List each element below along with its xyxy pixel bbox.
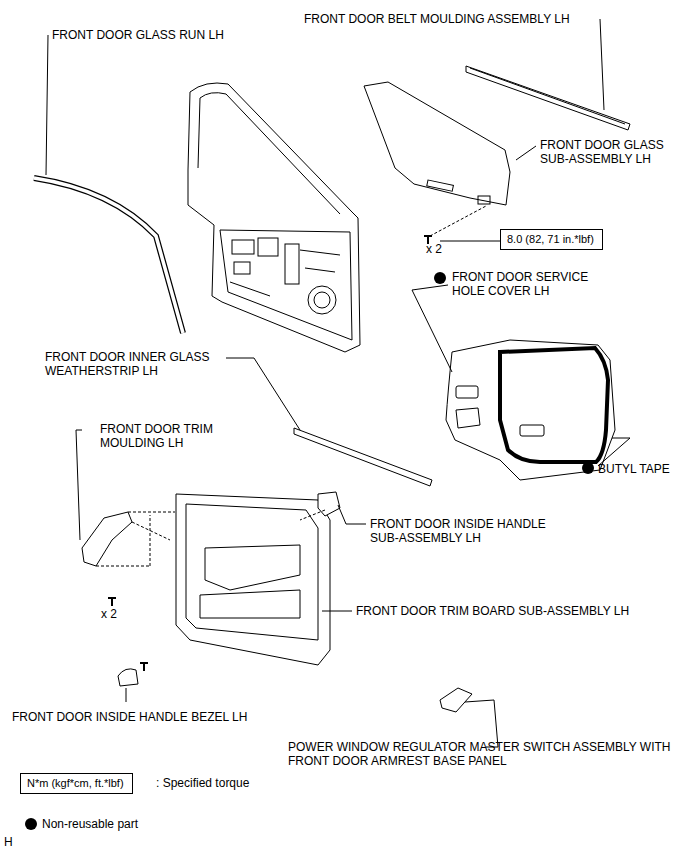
legend-text: Non-reusable part	[42, 817, 138, 831]
part-label: FRONT DOOR INSIDE HANDLE SUB-ASSEMBLY LH	[370, 517, 570, 545]
part-label: FRONT DOOR TRIM MOULDING LH	[100, 422, 230, 450]
legend-dot	[25, 818, 37, 830]
part-label: FRONT DOOR BELT MOULDING ASSEMBLY LH	[304, 12, 624, 26]
box-text: 8.0 (82, 71 in.*lbf)	[507, 233, 594, 245]
part-label: FRONT DOOR TRIM BOARD SUB-ASSEMBLY LH	[356, 604, 676, 618]
part-label: BUTYL TAPE	[598, 462, 688, 476]
part-label: POWER WINDOW REGULATOR MASTER SWITCH ASS…	[288, 740, 680, 768]
part-label: FRONT DOOR INSIDE HANDLE BEZEL LH	[12, 710, 312, 724]
non-reusable-mark	[434, 272, 446, 284]
part-label: FRONT DOOR GLASS SUB-ASSEMBLY LH	[540, 138, 680, 166]
non-reusable-mark	[582, 462, 594, 474]
part-label: FRONT DOOR INNER GLASS WEATHERSTRIP LH	[45, 350, 235, 378]
box-text: N*m (kgf*cm, ft.*lbf)	[27, 777, 124, 789]
legend-text: : Specified torque	[156, 776, 249, 790]
quantity-label: x 2	[426, 242, 466, 256]
quantity-label: H	[4, 835, 24, 849]
part-label: FRONT DOOR GLASS RUN LH	[52, 28, 272, 42]
torque-legend-box: N*m (kgf*cm, ft.*lbf)	[20, 773, 133, 794]
part-label: FRONT DOOR SERVICE HOLE COVER LH	[452, 270, 602, 298]
quantity-label: x 2	[101, 607, 141, 621]
torque-box: 8.0 (82, 71 in.*lbf)	[500, 229, 603, 250]
